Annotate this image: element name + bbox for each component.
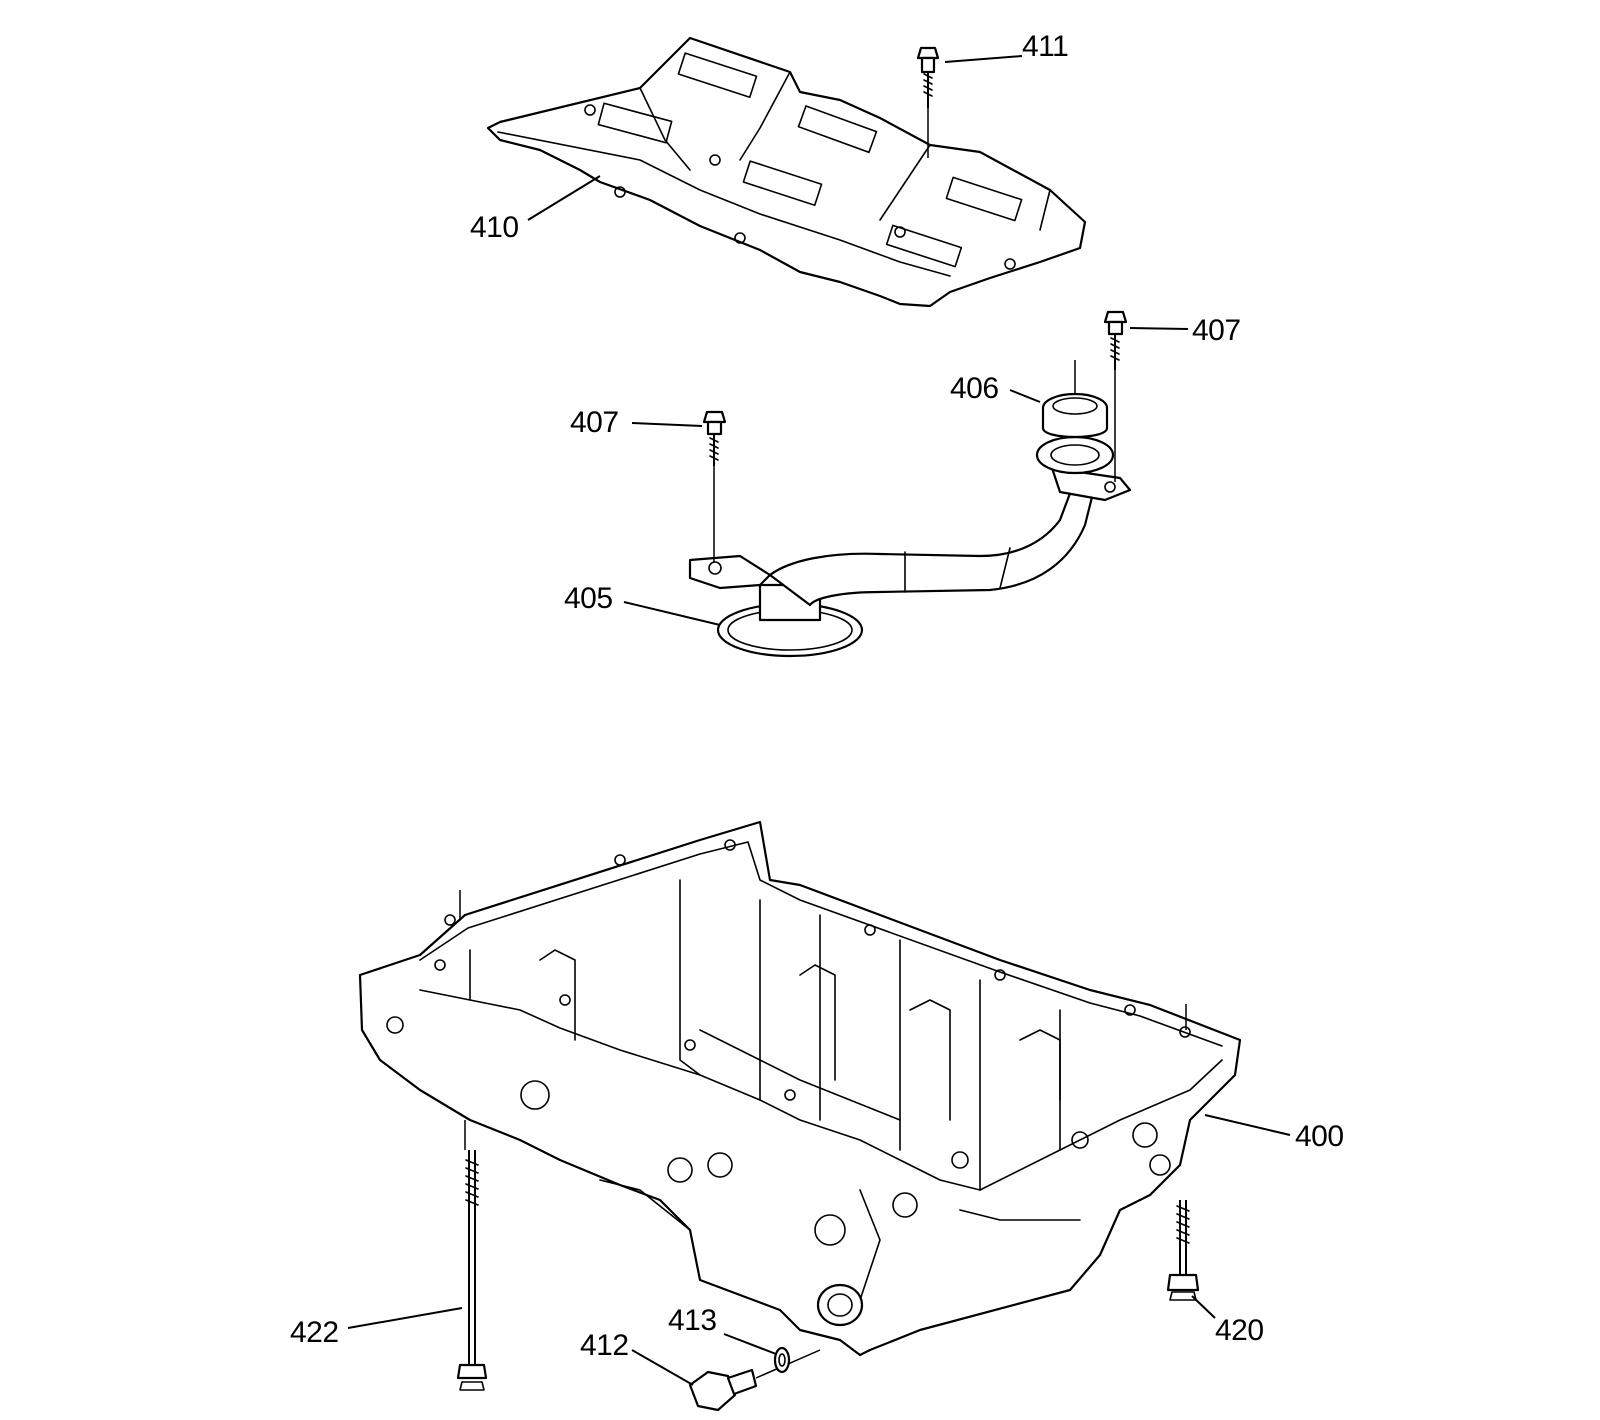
callout-407-left: 407 — [570, 406, 619, 439]
washer-413 — [773, 1346, 791, 1374]
callout-400: 400 — [1295, 1120, 1344, 1153]
oil-pan — [358, 820, 1242, 1357]
windage-tray — [486, 36, 1087, 308]
drain-plug-412 — [688, 1349, 821, 1412]
callout-406: 406 — [950, 372, 999, 405]
bolt-411 — [916, 46, 940, 158]
bolt-407-right — [1103, 310, 1128, 482]
callout-410: 410 — [470, 211, 519, 244]
callout-407-right: 407 — [1192, 314, 1241, 347]
oil-pickup-tube — [688, 360, 1132, 658]
callout-412: 412 — [580, 1329, 629, 1362]
callout-422: 422 — [290, 1316, 339, 1349]
callout-405: 405 — [564, 582, 613, 615]
bolt-420 — [1166, 1200, 1200, 1301]
callout-labels: 411 410 407 406 407 405 400 422 413 412 … — [290, 30, 1344, 1362]
bolt-422 — [456, 1150, 488, 1391]
leader-lines — [347, 55, 1291, 1386]
callout-420: 420 — [1215, 1314, 1264, 1347]
callout-413: 413 — [668, 1304, 717, 1337]
callout-411: 411 — [1022, 30, 1068, 63]
bolt-407-left — [702, 410, 727, 562]
